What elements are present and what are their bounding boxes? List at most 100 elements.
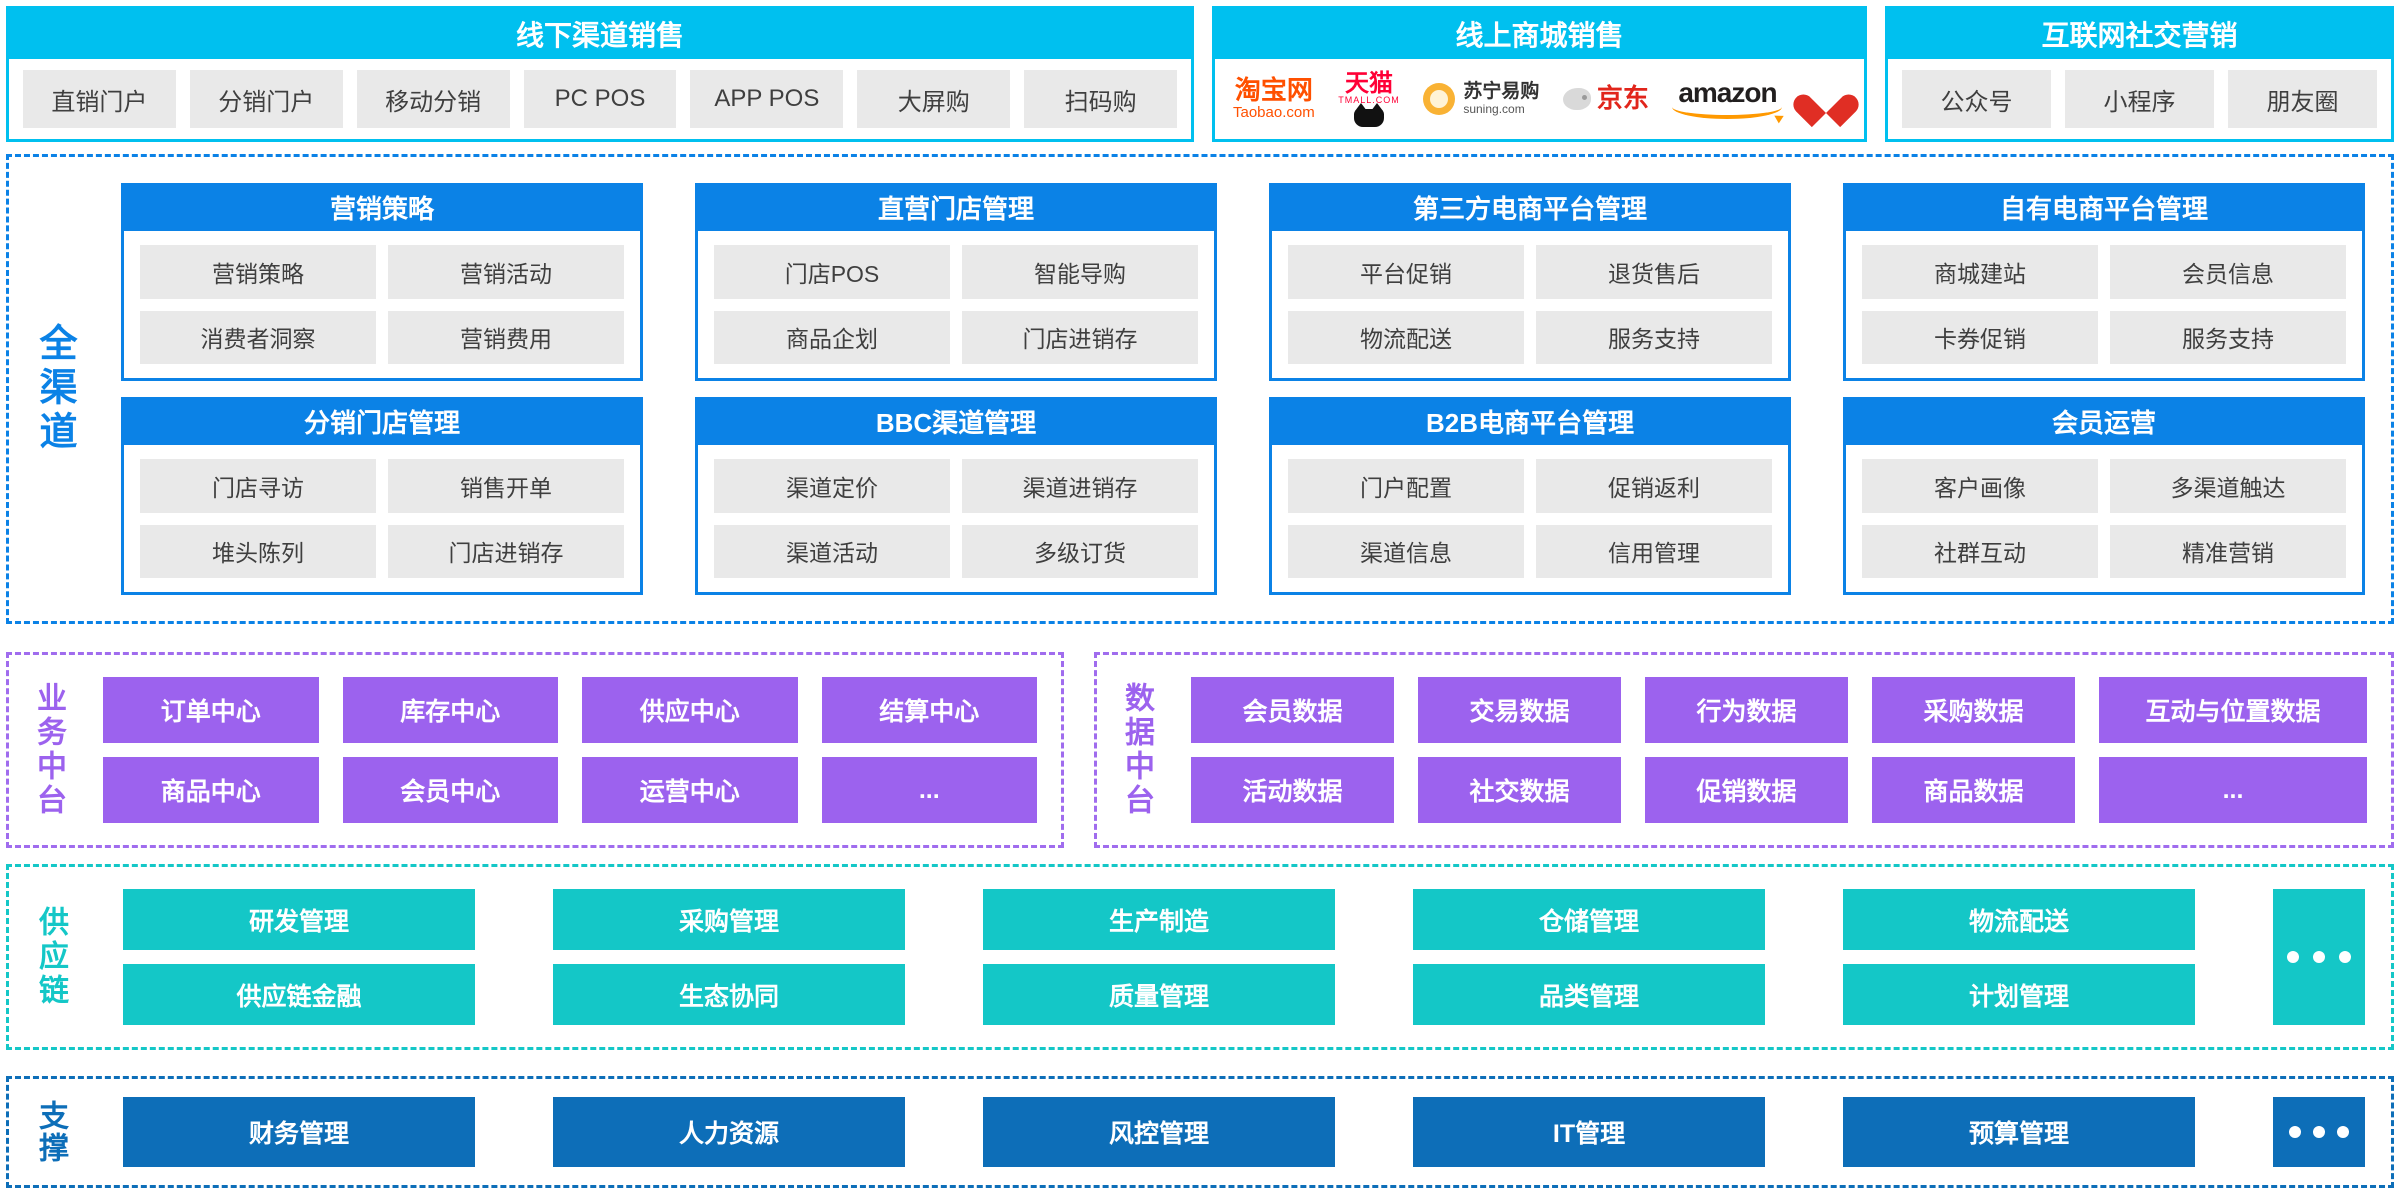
online-mall-title: 线上商城销售 [1215,9,1864,59]
business-center-block: 会员中心 [342,757,558,823]
support-block: IT管理 [1413,1097,1765,1167]
panel-item: 渠道定价 [714,459,950,513]
panel-title: 自有电商平台管理 [1843,183,2365,231]
amazon-wordmark: amazon [1678,77,1777,108]
panel-title: 营销策略 [121,183,643,231]
social-marketing-box: 互联网社交营销 公众号小程序朋友圈 [1885,6,2394,142]
online-mall-box: 线上商城销售 淘宝网 Taobao.com 天猫 TMALL.COM 苏宁易购 … [1212,6,1867,142]
suning-wordmark: 苏宁易购 [1463,80,1540,102]
data-block: 活动数据 [1191,757,1394,823]
business-platform-box: 业务中台 订单中心库存中心供应中心结算中心商品中心会员中心运营中心... [6,652,1064,848]
tmall-cat-icon [1354,102,1385,127]
supply-chain-block: 计划管理 [1843,964,2195,1025]
data-block: 社交数据 [1418,757,1621,823]
business-center-block: 库存中心 [342,677,558,743]
panel-distribution-store-mgmt: 分销门店管理 门店寻访销售开单堆头陈列门店进销存 [121,397,643,595]
omni-channel-label: 全渠道 [33,323,75,455]
business-center-block: 供应中心 [582,677,798,743]
tmall-wordmark: 天猫 [1345,70,1394,98]
panel-item: 物流配送 [1288,310,1524,364]
suning-lion-icon [1423,82,1456,115]
data-block: 会员数据 [1191,677,1394,743]
tmall-logo: 天猫 TMALL.COM [1338,71,1400,127]
support-block: 预算管理 [1843,1097,2195,1167]
supply-chain-block: 研发管理 [123,889,475,950]
supply-chain-more-dots [2273,889,2365,1025]
panel-bbc-channel-mgmt: BBC渠道管理 渠道定价渠道进销存渠道活动多级订货 [695,397,1217,595]
panel-item: 卡券促销 [1862,310,2098,364]
panel-item: 服务支持 [1536,310,1772,364]
supply-chain-grid: 研发管理采购管理生产制造仓储管理物流配送供应链金融生态协同质量管理品类管理计划管… [123,889,2195,1025]
business-center-block: ... [821,757,1037,823]
data-platform-box: 数据中台 会员数据交易数据行为数据采购数据互动与位置数据活动数据社交数据促销数据… [1094,652,2394,848]
channel-item: 大屏购 [857,70,1011,128]
panel-item: 门店进销存 [962,310,1198,364]
panel-item: 门户配置 [1288,459,1524,513]
channel-item: 公众号 [1902,70,2051,128]
panel-item: 商品企划 [714,310,950,364]
panel-item: 堆头陈列 [140,524,376,578]
business-platform-label: 业务中台 [32,682,65,818]
business-center-block: 运营中心 [582,757,798,823]
panel-thirdparty-ecommerce: 第三方电商平台管理 平台促销退货售后物流配送服务支持 [1269,183,1791,381]
panel-b2b-ecommerce: B2B电商平台管理 门户配置促销返利渠道信息信用管理 [1269,397,1791,595]
data-block: 促销数据 [1645,757,1849,823]
pinduoduo-heart-icon: 拼 [1806,81,1846,117]
channel-item: 朋友圈 [2228,70,2377,128]
jd-dog-icon [1562,87,1591,110]
panel-item: 营销活动 [388,245,624,299]
panel-item: 多渠道触达 [2110,459,2346,513]
amazon-smile-icon [1672,107,1783,119]
jd-wordmark: 京东 [1596,83,1649,114]
panel-item: 消费者洞察 [140,310,376,364]
panel-member-operation: 会员运营 客户画像多渠道触达社群互动精准营销 [1843,397,2365,595]
suning-logo: 苏宁易购 suning.com [1423,80,1540,116]
offline-channel-title: 线下渠道销售 [9,9,1191,59]
panel-marketing-strategy: 营销策略 营销策略营销活动消费者洞察营销费用 [121,183,643,381]
supply-chain-block: 采购管理 [553,889,905,950]
support-block: 财务管理 [123,1097,475,1167]
panel-item: 渠道信息 [1288,524,1524,578]
business-center-block: 商品中心 [103,757,319,823]
panel-item: 客户画像 [1862,459,2098,513]
channel-item: APP POS [690,70,844,128]
panel-item: 退货售后 [1536,245,1772,299]
pinduoduo-char: 拼 [1819,87,1833,104]
data-block: 行为数据 [1645,677,1849,743]
channel-item: 扫码购 [1024,70,1178,128]
business-platform-grid: 订单中心库存中心供应中心结算中心商品中心会员中心运营中心... [103,677,1037,823]
panel-item: 门店POS [714,245,950,299]
panel-item: 促销返利 [1536,459,1772,513]
taobao-domain: Taobao.com [1233,103,1315,121]
support-label: 支撑 [34,1100,67,1164]
data-block: 采购数据 [1872,677,2076,743]
panel-item: 服务支持 [2110,310,2346,364]
panel-item: 渠道活动 [714,524,950,578]
social-marketing-title: 互联网社交营销 [1888,9,2391,59]
amazon-logo: amazon [1672,77,1783,119]
panel-title: 会员运营 [1843,397,2365,445]
panel-item: 销售开单 [388,459,624,513]
data-platform-grid: 会员数据交易数据行为数据采购数据互动与位置数据活动数据社交数据促销数据商品数据.… [1191,677,2367,823]
panel-title: BBC渠道管理 [695,397,1217,445]
panel-item: 渠道进销存 [962,459,1198,513]
panel-item: 商城建站 [1862,245,2098,299]
supply-chain-block: 品类管理 [1413,964,1765,1025]
supply-chain-block: 物流配送 [1843,889,2195,950]
suning-domain: suning.com [1463,101,1525,116]
supply-chain-band: 供应链 研发管理采购管理生产制造仓储管理物流配送供应链金融生态协同质量管理品类管… [6,864,2394,1050]
panel-item: 会员信息 [2110,245,2346,299]
panel-title: 分销门店管理 [121,397,643,445]
support-block: 风控管理 [983,1097,1335,1167]
panel-item: 精准营销 [2110,524,2346,578]
data-platform-label: 数据中台 [1120,682,1153,818]
panel-item: 营销策略 [140,245,376,299]
